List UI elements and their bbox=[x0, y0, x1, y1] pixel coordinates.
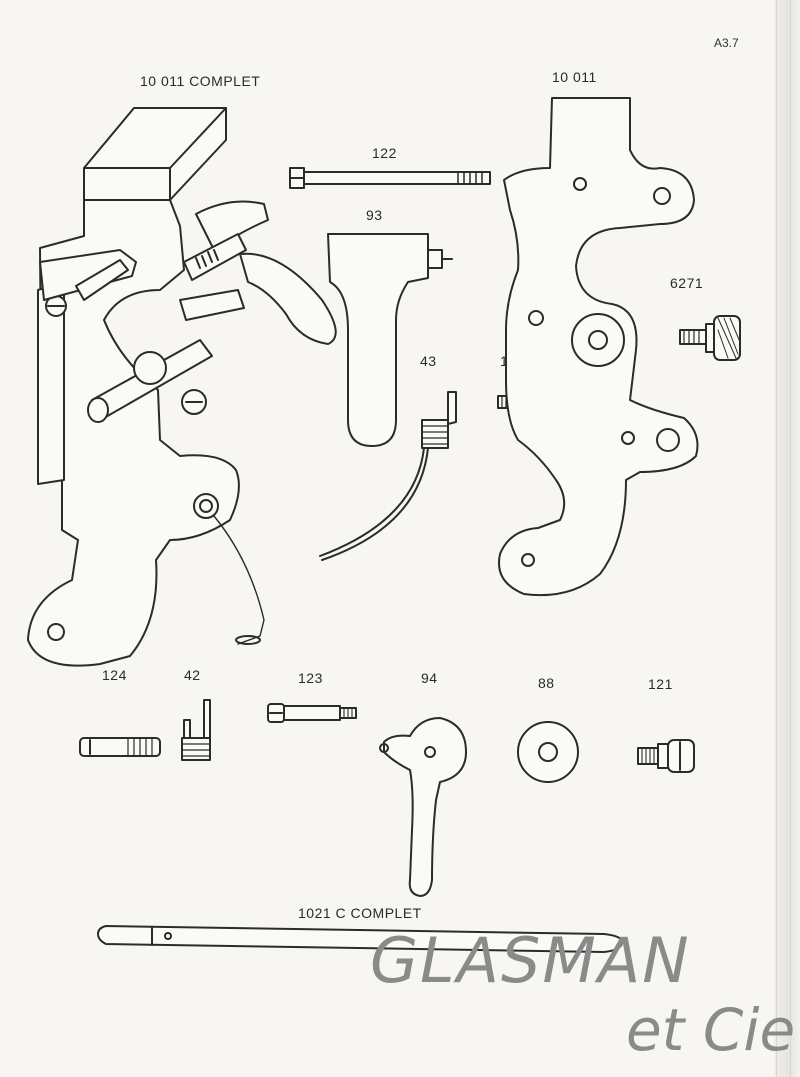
part-88-drawing bbox=[517, 721, 579, 783]
watermark-glasman: GLASMAN bbox=[370, 924, 691, 997]
page-edge-line bbox=[776, 0, 777, 1077]
page-edge-line bbox=[790, 0, 791, 1077]
page-edge bbox=[774, 0, 800, 1077]
label-part-6271: 6271 bbox=[670, 275, 704, 291]
page-code: A3.7 bbox=[714, 36, 739, 50]
part-123-drawing bbox=[267, 703, 357, 723]
part-43-drawing bbox=[319, 391, 457, 561]
label-part-43: 43 bbox=[420, 353, 437, 369]
part-94-drawing bbox=[379, 717, 467, 897]
assembly-10011-drawing bbox=[27, 107, 337, 667]
label-assembly-10011-complet: 10 011 COMPLET bbox=[140, 73, 261, 89]
label-part-124: 124 bbox=[102, 667, 127, 683]
label-rod-1021c-complet: 1021 C COMPLET bbox=[298, 905, 422, 921]
watermark-et-cie: et Cie bbox=[626, 996, 796, 1064]
label-part-121: 121 bbox=[648, 676, 673, 692]
label-part-94: 94 bbox=[421, 670, 438, 686]
part-plate-10011-drawing bbox=[498, 97, 699, 597]
part-122-drawing bbox=[289, 167, 491, 189]
label-plate-10011: 10 011 bbox=[552, 69, 597, 85]
label-part-122: 122 bbox=[372, 145, 397, 161]
label-part-88: 88 bbox=[538, 675, 555, 691]
label-part-123: 123 bbox=[298, 670, 323, 686]
label-part-93: 93 bbox=[366, 207, 383, 223]
part-42-drawing bbox=[181, 699, 211, 761]
part-1021c-rod-drawing bbox=[97, 925, 623, 953]
part-93-drawing bbox=[327, 233, 453, 447]
label-part-42: 42 bbox=[184, 667, 201, 683]
part-124-drawing bbox=[79, 737, 161, 757]
part-6271-drawing bbox=[679, 315, 741, 361]
part-121-drawing bbox=[637, 739, 695, 773]
